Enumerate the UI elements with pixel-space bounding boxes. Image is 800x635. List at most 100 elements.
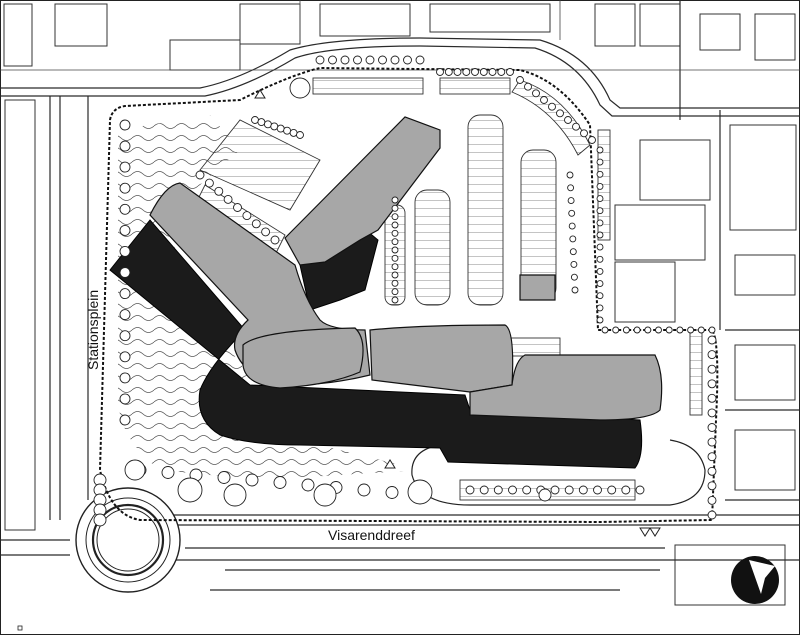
tree-icon (569, 235, 577, 243)
tree-icon (119, 267, 131, 278)
tree-icon (540, 96, 548, 104)
tree-icon (407, 479, 433, 505)
tree-icon (580, 129, 588, 138)
tree-icon (289, 77, 311, 99)
tree-icon (251, 219, 261, 229)
tree-icon (622, 326, 630, 334)
tree-icon (273, 476, 287, 489)
tree-icon (497, 68, 506, 76)
tree-icon (119, 245, 131, 257)
tree-icon (340, 55, 350, 65)
tree-icon (245, 473, 259, 487)
tree-icon (493, 485, 503, 495)
tree-icon (223, 483, 247, 507)
tree-icon (707, 437, 717, 447)
tree-icon (707, 481, 717, 491)
tree-icon (612, 326, 620, 334)
tree-icon (538, 488, 552, 502)
tree-icon (621, 485, 631, 495)
tree-icon (572, 122, 580, 131)
tree-icon (506, 68, 514, 76)
street-label-stationsplein: Stationsplein (85, 290, 101, 370)
tree-icon (283, 126, 292, 135)
tree-icon (119, 414, 131, 426)
tree-icon (391, 204, 399, 212)
tree-icon (119, 224, 131, 236)
tree-icon (697, 326, 705, 334)
tree-icon (633, 326, 641, 334)
tree-icon (532, 89, 540, 98)
tree-icon (601, 326, 609, 334)
tree-icon (707, 364, 717, 374)
tree-icon (508, 485, 517, 495)
tree-icon (635, 485, 645, 495)
tree-icon (556, 109, 564, 118)
tree-icon (707, 510, 717, 520)
tree-icon (195, 170, 205, 180)
tree-icon (365, 55, 375, 65)
tree-icon (596, 267, 604, 275)
tree-icon (596, 182, 604, 190)
tree-icon (596, 316, 604, 324)
tree-icon (593, 485, 602, 495)
tree-icon (596, 231, 604, 239)
tree-icon (391, 254, 399, 262)
tree-icon (391, 246, 399, 254)
tree-icon (357, 483, 371, 497)
tree-icon (436, 68, 444, 76)
tree-icon (596, 158, 604, 166)
tree-icon (391, 296, 399, 304)
tree-icon (522, 485, 532, 495)
tree-icon (471, 68, 479, 76)
tree-icon (261, 227, 271, 237)
tree-icon (567, 184, 575, 192)
tree-icon (564, 485, 574, 495)
tree-icon (403, 55, 412, 65)
tree-icon (665, 326, 673, 334)
tree-icon (119, 288, 131, 300)
tree-icon (644, 326, 652, 334)
tree-icon (296, 131, 304, 139)
tree-icon (596, 304, 604, 312)
tree-icon (161, 466, 175, 479)
tree-icon (707, 335, 717, 345)
tree-icon (251, 116, 259, 124)
tree-icon (119, 393, 131, 405)
tree-icon (391, 221, 399, 229)
tree-icon (564, 116, 572, 124)
site-boundary (98, 66, 719, 524)
tree-icon (568, 222, 576, 230)
tree-icon (707, 495, 717, 505)
tree-icon (391, 196, 399, 204)
tree-icon (390, 55, 400, 65)
tree-icon (223, 194, 233, 204)
tree-icon (524, 82, 532, 91)
north-arrow-icon (731, 556, 779, 604)
tree-icon (289, 128, 298, 137)
tree-icon (707, 466, 717, 476)
tree-icon (548, 102, 556, 111)
tree-icon (708, 326, 716, 334)
tree-icon (707, 423, 717, 432)
street-label-visarenddreef: Visarenddreef (328, 527, 415, 543)
tree-icon (270, 122, 279, 131)
tree-icon (242, 211, 252, 221)
tree-icon (119, 140, 131, 152)
tree-icon (214, 186, 224, 196)
tree-icon (378, 55, 387, 65)
tree-icon (707, 452, 717, 462)
tree-icon (569, 248, 577, 256)
tree-icon (444, 68, 453, 76)
tree-icon (353, 55, 362, 65)
trees (93, 55, 717, 527)
tree-icon (570, 260, 578, 268)
tree-icon (391, 271, 399, 279)
tree-icon (270, 235, 280, 245)
tree-icon (578, 485, 588, 495)
tree-icon (391, 213, 399, 221)
tree-icon (453, 68, 462, 76)
tree-icon (568, 209, 576, 217)
tree-icon (119, 351, 131, 363)
tree-icon (516, 76, 524, 84)
tree-icon (301, 478, 315, 492)
